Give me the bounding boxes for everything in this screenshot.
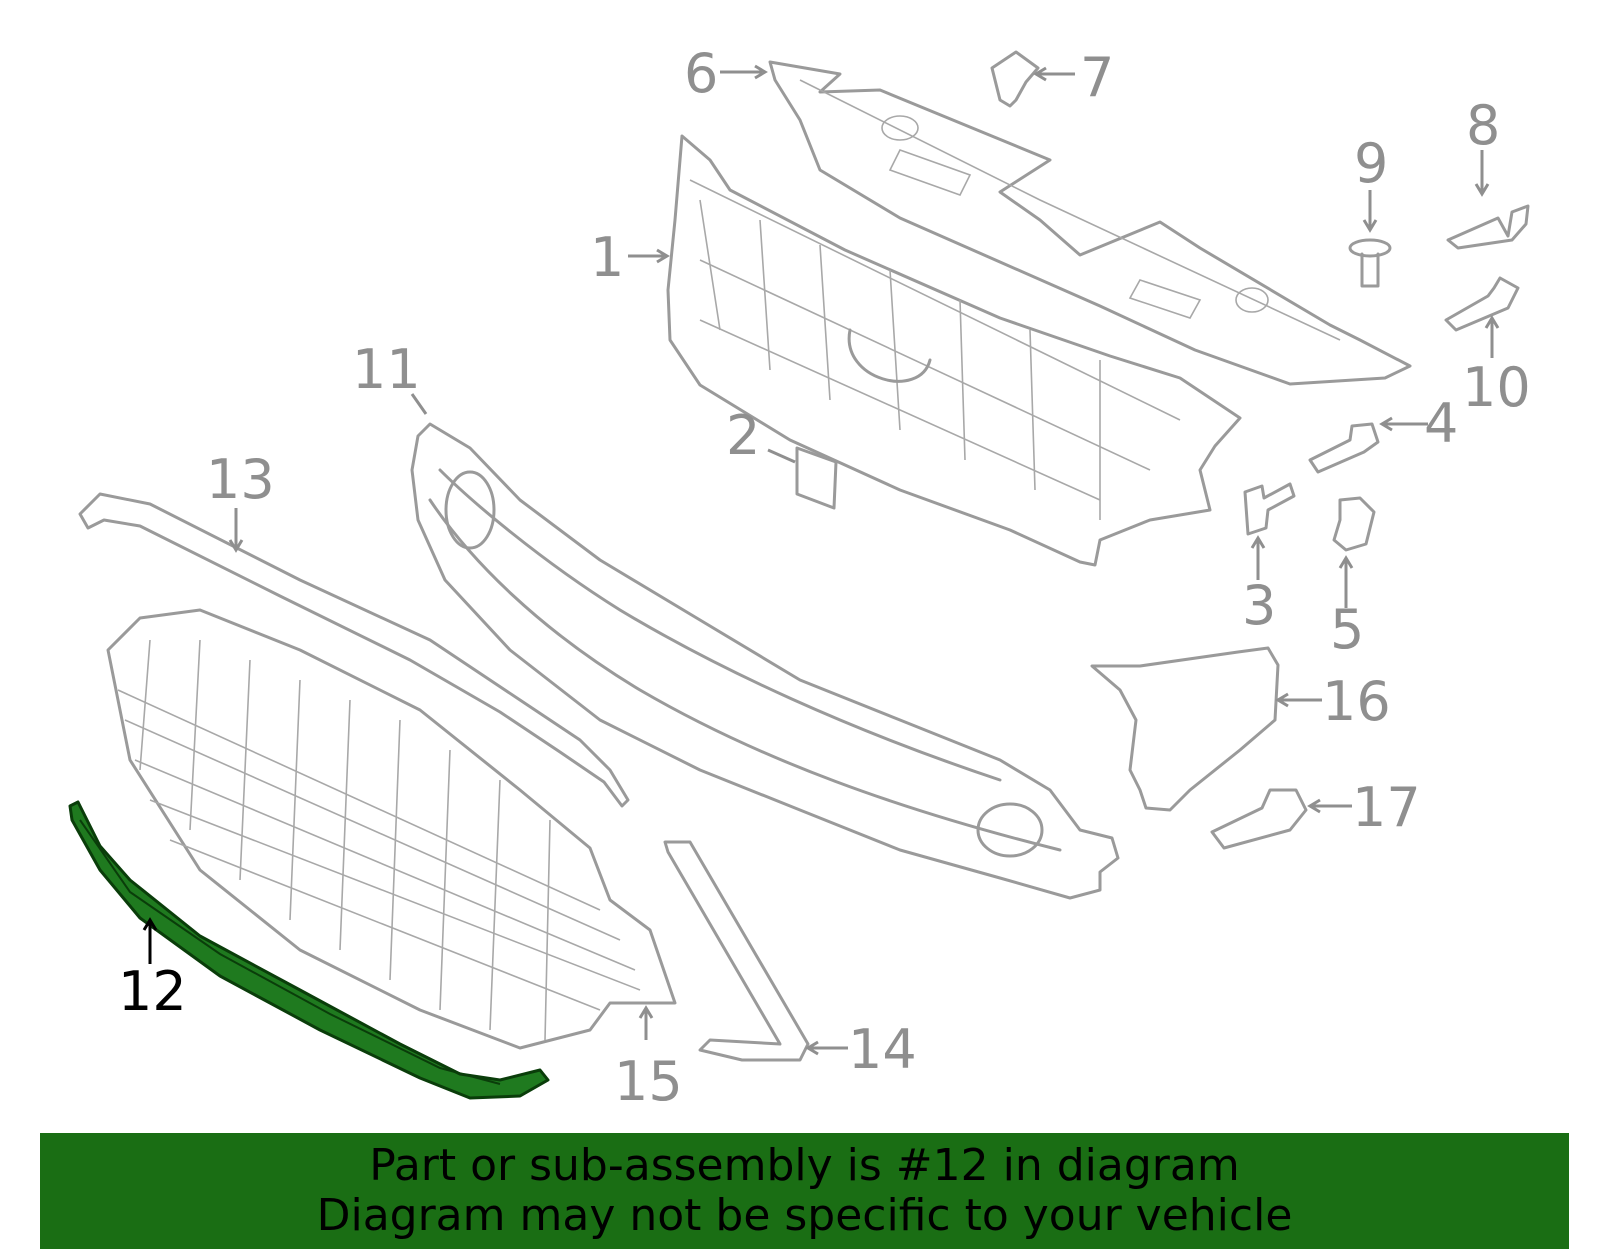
callout-8: 8 [1466, 94, 1500, 157]
part-4-screw [1308, 422, 1380, 474]
callout-17: 17 [1352, 776, 1421, 839]
callout-16: 16 [1322, 670, 1391, 733]
part-8-bolt [1446, 204, 1530, 250]
part-14-side-bracket [663, 840, 810, 1062]
part-15-mesh-grille [106, 608, 677, 1050]
part-10-bolt [1444, 276, 1520, 332]
part-13-upper-trim-strip [78, 492, 630, 808]
banner-line-part-number: Part or sub-assembly is #12 in diagram [369, 1140, 1240, 1191]
part-info-banner: Part or sub-assembly is #12 in diagram D… [40, 1133, 1569, 1249]
part-7-push-clip [990, 50, 1040, 108]
part-9-screw [1348, 238, 1392, 288]
part-16-bracket [1090, 646, 1280, 812]
callout-15: 15 [614, 1050, 683, 1113]
part-2-label [795, 446, 838, 510]
part-6-bracket [768, 60, 1412, 386]
callout-2: 2 [726, 404, 760, 467]
part-5-clip [1332, 496, 1376, 552]
callout-12-highlighted: 12 [118, 960, 187, 1023]
leader-lines [142, 64, 1500, 1056]
callout-6: 6 [684, 42, 718, 105]
callout-7: 7 [1080, 46, 1114, 109]
callout-3: 3 [1242, 574, 1276, 637]
part-3-nut-clip [1243, 482, 1296, 536]
part-1-grille-frame [666, 134, 1242, 567]
banner-line-disclaimer: Diagram may not be specific to your vehi… [316, 1190, 1293, 1241]
part-17-bolt [1210, 788, 1308, 850]
callout-10: 10 [1462, 356, 1531, 419]
callout-4: 4 [1424, 392, 1458, 455]
callout-5: 5 [1330, 598, 1364, 661]
part-12-lower-molding-highlighted [68, 800, 550, 1100]
callout-14: 14 [848, 1018, 917, 1081]
callout-11: 11 [352, 338, 421, 401]
callout-13: 13 [206, 448, 275, 511]
callout-9: 9 [1354, 132, 1388, 195]
callout-1: 1 [590, 226, 624, 289]
part-11-lower-grille-housing [410, 422, 1120, 900]
